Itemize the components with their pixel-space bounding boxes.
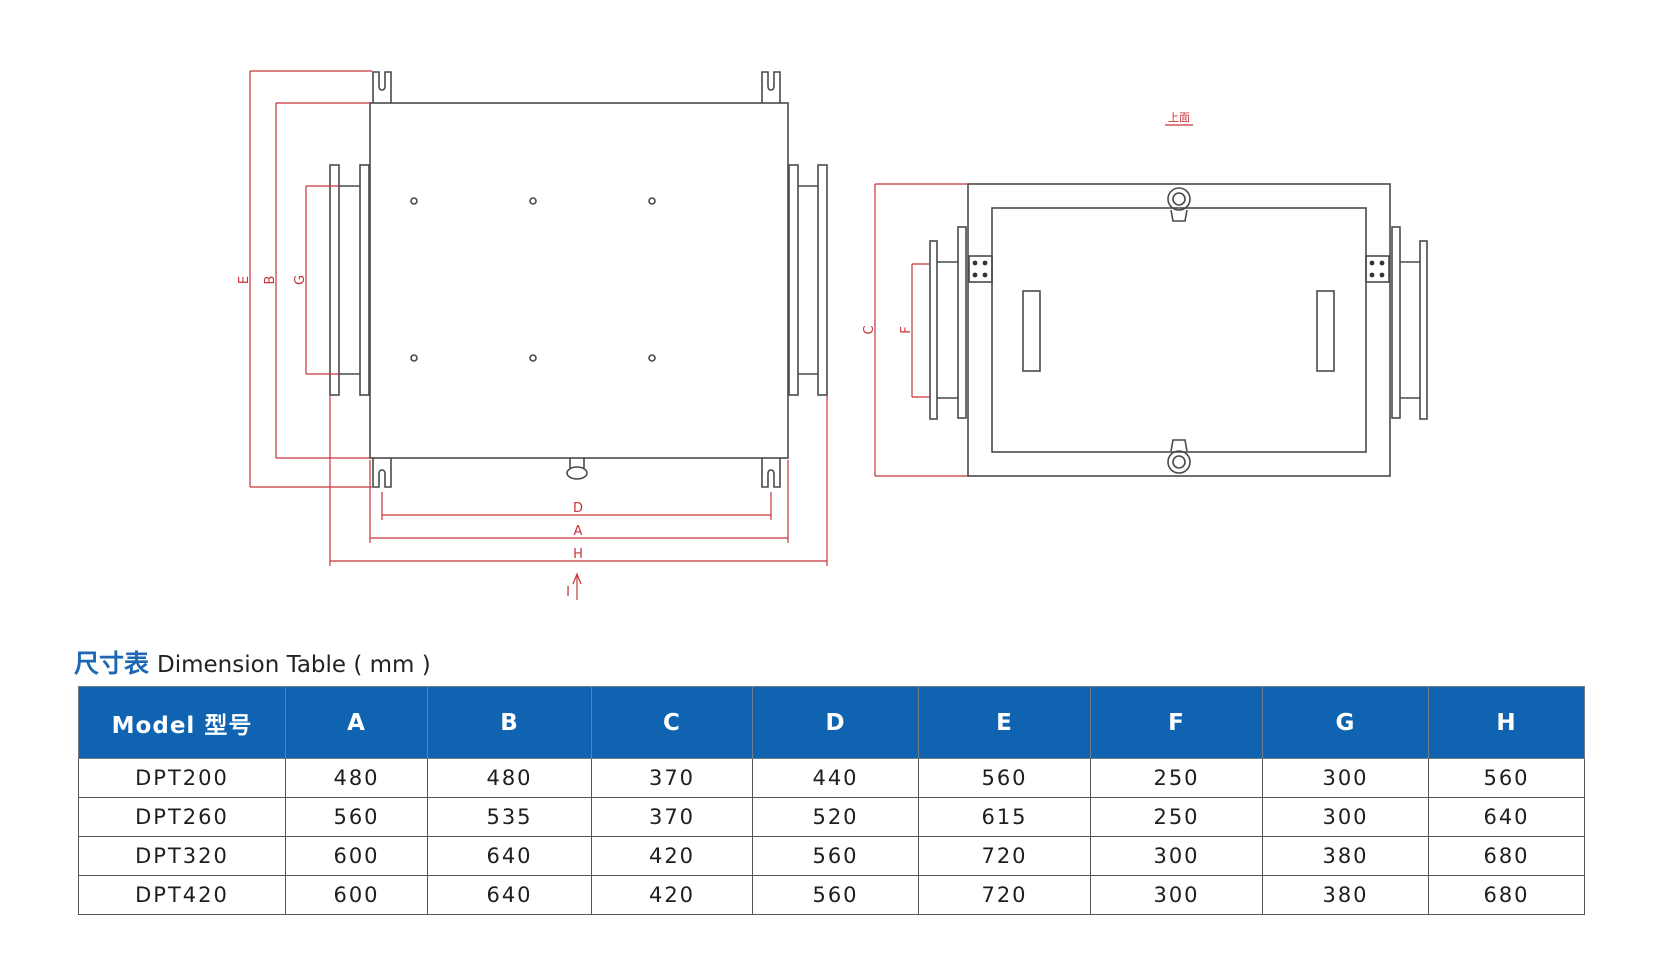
cell-d: 560 (752, 836, 919, 876)
table-row: DPT200 480 480 370 440 560 250 300 560 (78, 758, 1585, 798)
side-view (929, 183, 1428, 477)
label-F: F (899, 326, 914, 333)
cell-b: 535 (427, 797, 592, 837)
front-dimension-labels: E B G D A H I (237, 275, 583, 600)
cell-f: 300 (1090, 836, 1263, 876)
bracket-bottom-right (761, 458, 781, 488)
label-A: A (574, 524, 583, 539)
side-dimension-labels: C F 上面 (862, 111, 1190, 335)
label-E: E (237, 276, 252, 284)
label-G: G (293, 275, 308, 285)
cell-a: 480 (285, 758, 428, 798)
cell-e: 720 (918, 875, 1091, 915)
cell-model: DPT420 (78, 875, 286, 915)
front-dimensions (249, 70, 828, 600)
header-d: D (752, 686, 919, 759)
label-D: D (573, 501, 583, 516)
header-model: Model 型号 (78, 686, 286, 759)
cell-b: 640 (427, 836, 592, 876)
cell-e: 560 (918, 758, 1091, 798)
header-a: A (285, 686, 428, 759)
table-row: DPT260 560 535 370 520 615 250 300 640 (78, 797, 1585, 837)
cell-c: 420 (591, 836, 753, 876)
cell-h: 680 (1428, 875, 1585, 915)
cell-d: 520 (752, 797, 919, 837)
table-header-row: Model 型号 A B C D E F G H (78, 686, 1585, 759)
lifting-eye-top (1167, 187, 1191, 211)
cell-g: 380 (1262, 836, 1429, 876)
cell-d: 440 (752, 758, 919, 798)
cell-a: 560 (285, 797, 428, 837)
cell-g: 380 (1262, 875, 1429, 915)
cell-b: 480 (427, 758, 592, 798)
cell-a: 600 (285, 836, 428, 876)
drain-pipe (569, 458, 585, 468)
cell-f: 300 (1090, 875, 1263, 915)
top-side-mark: 上面 (1168, 111, 1190, 124)
cell-d: 560 (752, 875, 919, 915)
side-frame-inner (991, 207, 1367, 453)
header-e: E (918, 686, 1091, 759)
side-bolts (972, 260, 1385, 278)
technical-drawing: E B G D A H I (237, 70, 1428, 600)
header-c: C (591, 686, 753, 759)
cell-e: 720 (918, 836, 1091, 876)
table-title-en: Dimension Table ( mm ) (157, 652, 431, 678)
cell-model: DPT320 (78, 836, 286, 876)
front-view (329, 71, 828, 488)
bracket-top-right (761, 71, 781, 103)
slot-left (1022, 290, 1041, 372)
label-C: C (862, 325, 877, 334)
cell-a: 600 (285, 875, 428, 915)
label-B: B (263, 276, 278, 285)
table-row: DPT320 600 640 420 560 720 300 380 680 (78, 836, 1585, 876)
side-frame-outer (967, 183, 1391, 477)
header-f: F (1090, 686, 1263, 759)
cell-g: 300 (1262, 797, 1429, 837)
header-b: B (427, 686, 592, 759)
side-dimensions (874, 124, 1193, 477)
cell-g: 300 (1262, 758, 1429, 798)
cell-f: 250 (1090, 758, 1263, 798)
cell-h: 680 (1428, 836, 1585, 876)
cell-c: 420 (591, 875, 753, 915)
cell-h: 640 (1428, 797, 1585, 837)
cell-c: 370 (591, 797, 753, 837)
table-title-cn: 尺寸表 (74, 649, 150, 678)
cell-model: DPT260 (78, 797, 286, 837)
flange-right-inner (788, 164, 799, 396)
bracket-top-left (372, 71, 392, 103)
cell-model: DPT200 (78, 758, 286, 798)
flange-left-outer (329, 164, 340, 396)
bracket-bottom-left (372, 458, 392, 488)
front-body (369, 102, 789, 459)
cell-e: 615 (918, 797, 1091, 837)
table-row: DPT420 600 640 420 560 720 300 380 680 (78, 875, 1585, 915)
cell-c: 370 (591, 758, 753, 798)
cell-f: 250 (1090, 797, 1263, 837)
label-I: I (566, 585, 570, 600)
flange-right-outer (817, 164, 828, 396)
dimension-table: Model 型号 A B C D E F G H DPT200 480 480 … (78, 686, 1585, 915)
slot-right (1316, 290, 1335, 372)
header-g: G (1262, 686, 1429, 759)
cell-b: 640 (427, 875, 592, 915)
dimension-table-heading: 尺寸表 Dimension Table ( mm ) (74, 644, 431, 678)
label-H: H (573, 547, 583, 562)
flange-left-inner (359, 164, 370, 396)
header-h: H (1428, 686, 1585, 759)
cell-h: 560 (1428, 758, 1585, 798)
lifting-eye-bottom (1167, 450, 1191, 474)
